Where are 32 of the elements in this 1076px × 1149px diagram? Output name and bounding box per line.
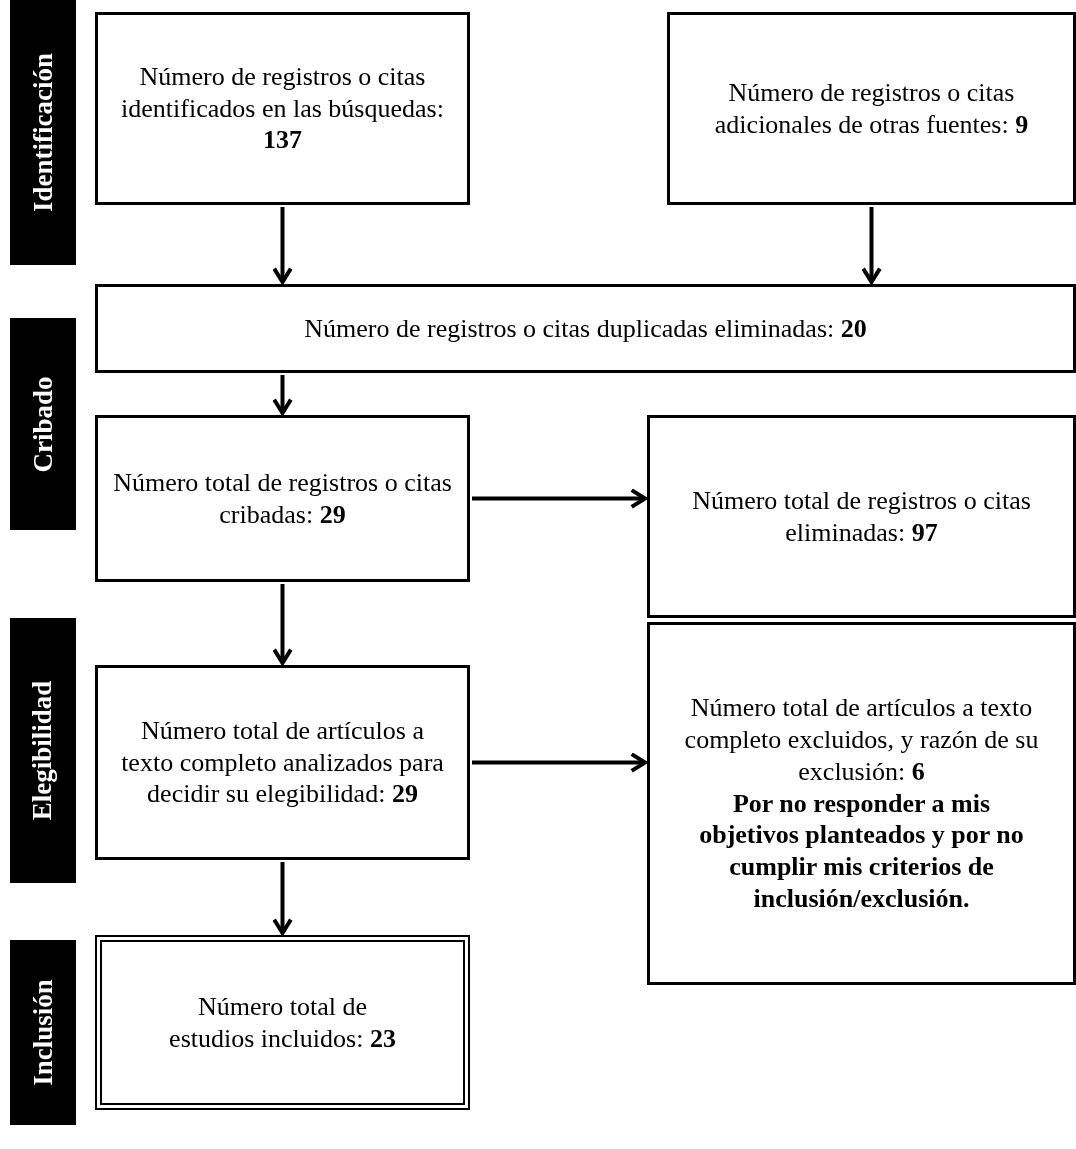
stage-band xyxy=(10,618,76,883)
box-text: Número total de registros o citas cribadas: 29 xyxy=(112,466,453,531)
arrow xyxy=(272,375,293,415)
stage-band xyxy=(10,940,76,1125)
process-box xyxy=(647,622,1076,985)
arrow xyxy=(272,584,293,665)
box-text: Número total de registros o citas eliminadas: 97 xyxy=(691,484,1032,549)
stage-band xyxy=(10,318,76,530)
stage-band xyxy=(10,0,76,265)
process-box xyxy=(647,415,1076,618)
double-bordered-box xyxy=(95,935,470,1110)
stage-label: Identificación xyxy=(27,53,59,212)
arrow xyxy=(472,488,647,509)
process-box xyxy=(667,12,1076,205)
process-box xyxy=(95,12,470,205)
arrow xyxy=(861,207,882,284)
box-text: Número total de artículos a texto completo excluidos, y razón de su exclusión: 6 xyxy=(683,692,1040,788)
box-text: Número total de estudios incluidos: 23 xyxy=(168,990,397,1055)
stage-label: Cribado xyxy=(27,376,59,472)
exclusion-reason: Por no responder a mis objetivos planteados y por no cumplir mis criterios de inclusión/exclusión. xyxy=(698,787,1025,915)
box-text: Número de registros o citas duplicadas eliminadas: 20 xyxy=(304,312,867,345)
box-text: Número de registros o citas identificados en las búsquedas: 137 xyxy=(120,60,445,157)
arrow xyxy=(472,752,647,773)
stage-label: Inclusión xyxy=(27,979,59,1086)
stage-label: Elegibilidad xyxy=(27,680,59,821)
box-text: Número total de artículos a texto completo analizados para decidir su elegibilidad: 29 xyxy=(120,714,445,811)
arrow xyxy=(272,862,293,935)
process-box xyxy=(95,284,1076,373)
arrow xyxy=(272,207,293,284)
process-box xyxy=(95,665,470,860)
box-text: Número de registros o citas adicionales de otras fuentes: 9 xyxy=(713,76,1030,141)
process-box xyxy=(95,415,470,582)
